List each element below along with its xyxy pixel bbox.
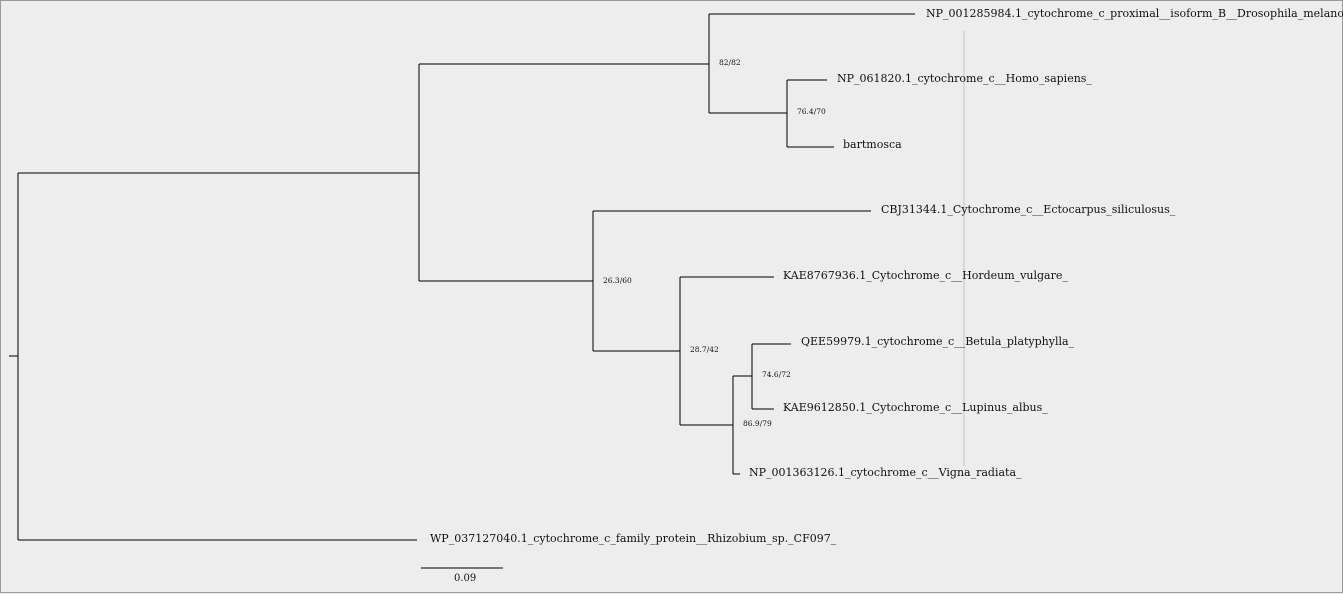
leaf-label-bartmosca: bartmosca xyxy=(843,138,902,151)
leaf-label-hordeum: KAE8767936.1_Cytochrome_c__Hordeum_vulga… xyxy=(783,269,1068,282)
leaf-label-homo-sapiens: NP_061820.1_cytochrome_c__Homo_sapiens_ xyxy=(837,72,1092,85)
support-value-human: 76.4/70 xyxy=(797,107,826,116)
support-value-dicot: 86.9/79 xyxy=(743,419,772,428)
leaf-label-lupinus: KAE9612850.1_Cytochrome_c__Lupinus_albus… xyxy=(783,401,1048,414)
leaf-label-drosophila: NP_001285984.1_cytochrome_c_proximal__is… xyxy=(926,7,1343,20)
leaf-label-rhizobium: WP_037127040.1_cytochrome_c_family_prote… xyxy=(430,532,837,545)
leaf-label-vigna: NP_001363126.1_cytochrome_c__Vigna_radia… xyxy=(749,466,1022,479)
support-value-animal: 82/82 xyxy=(719,58,741,67)
leaf-label-ectocarpus: CBJ31344.1_Cytochrome_c__Ectocarpus_sili… xyxy=(881,203,1176,216)
scale-bar-label: 0.09 xyxy=(454,573,476,584)
support-value-betula-lupinus: 74.6/72 xyxy=(762,370,791,379)
support-value-plant: 26.3/60 xyxy=(603,276,632,285)
leaf-label-betula: QEE59979.1_cytochrome_c__Betula_platyphy… xyxy=(801,335,1075,348)
support-value-land-plant: 28.7/42 xyxy=(690,345,719,354)
